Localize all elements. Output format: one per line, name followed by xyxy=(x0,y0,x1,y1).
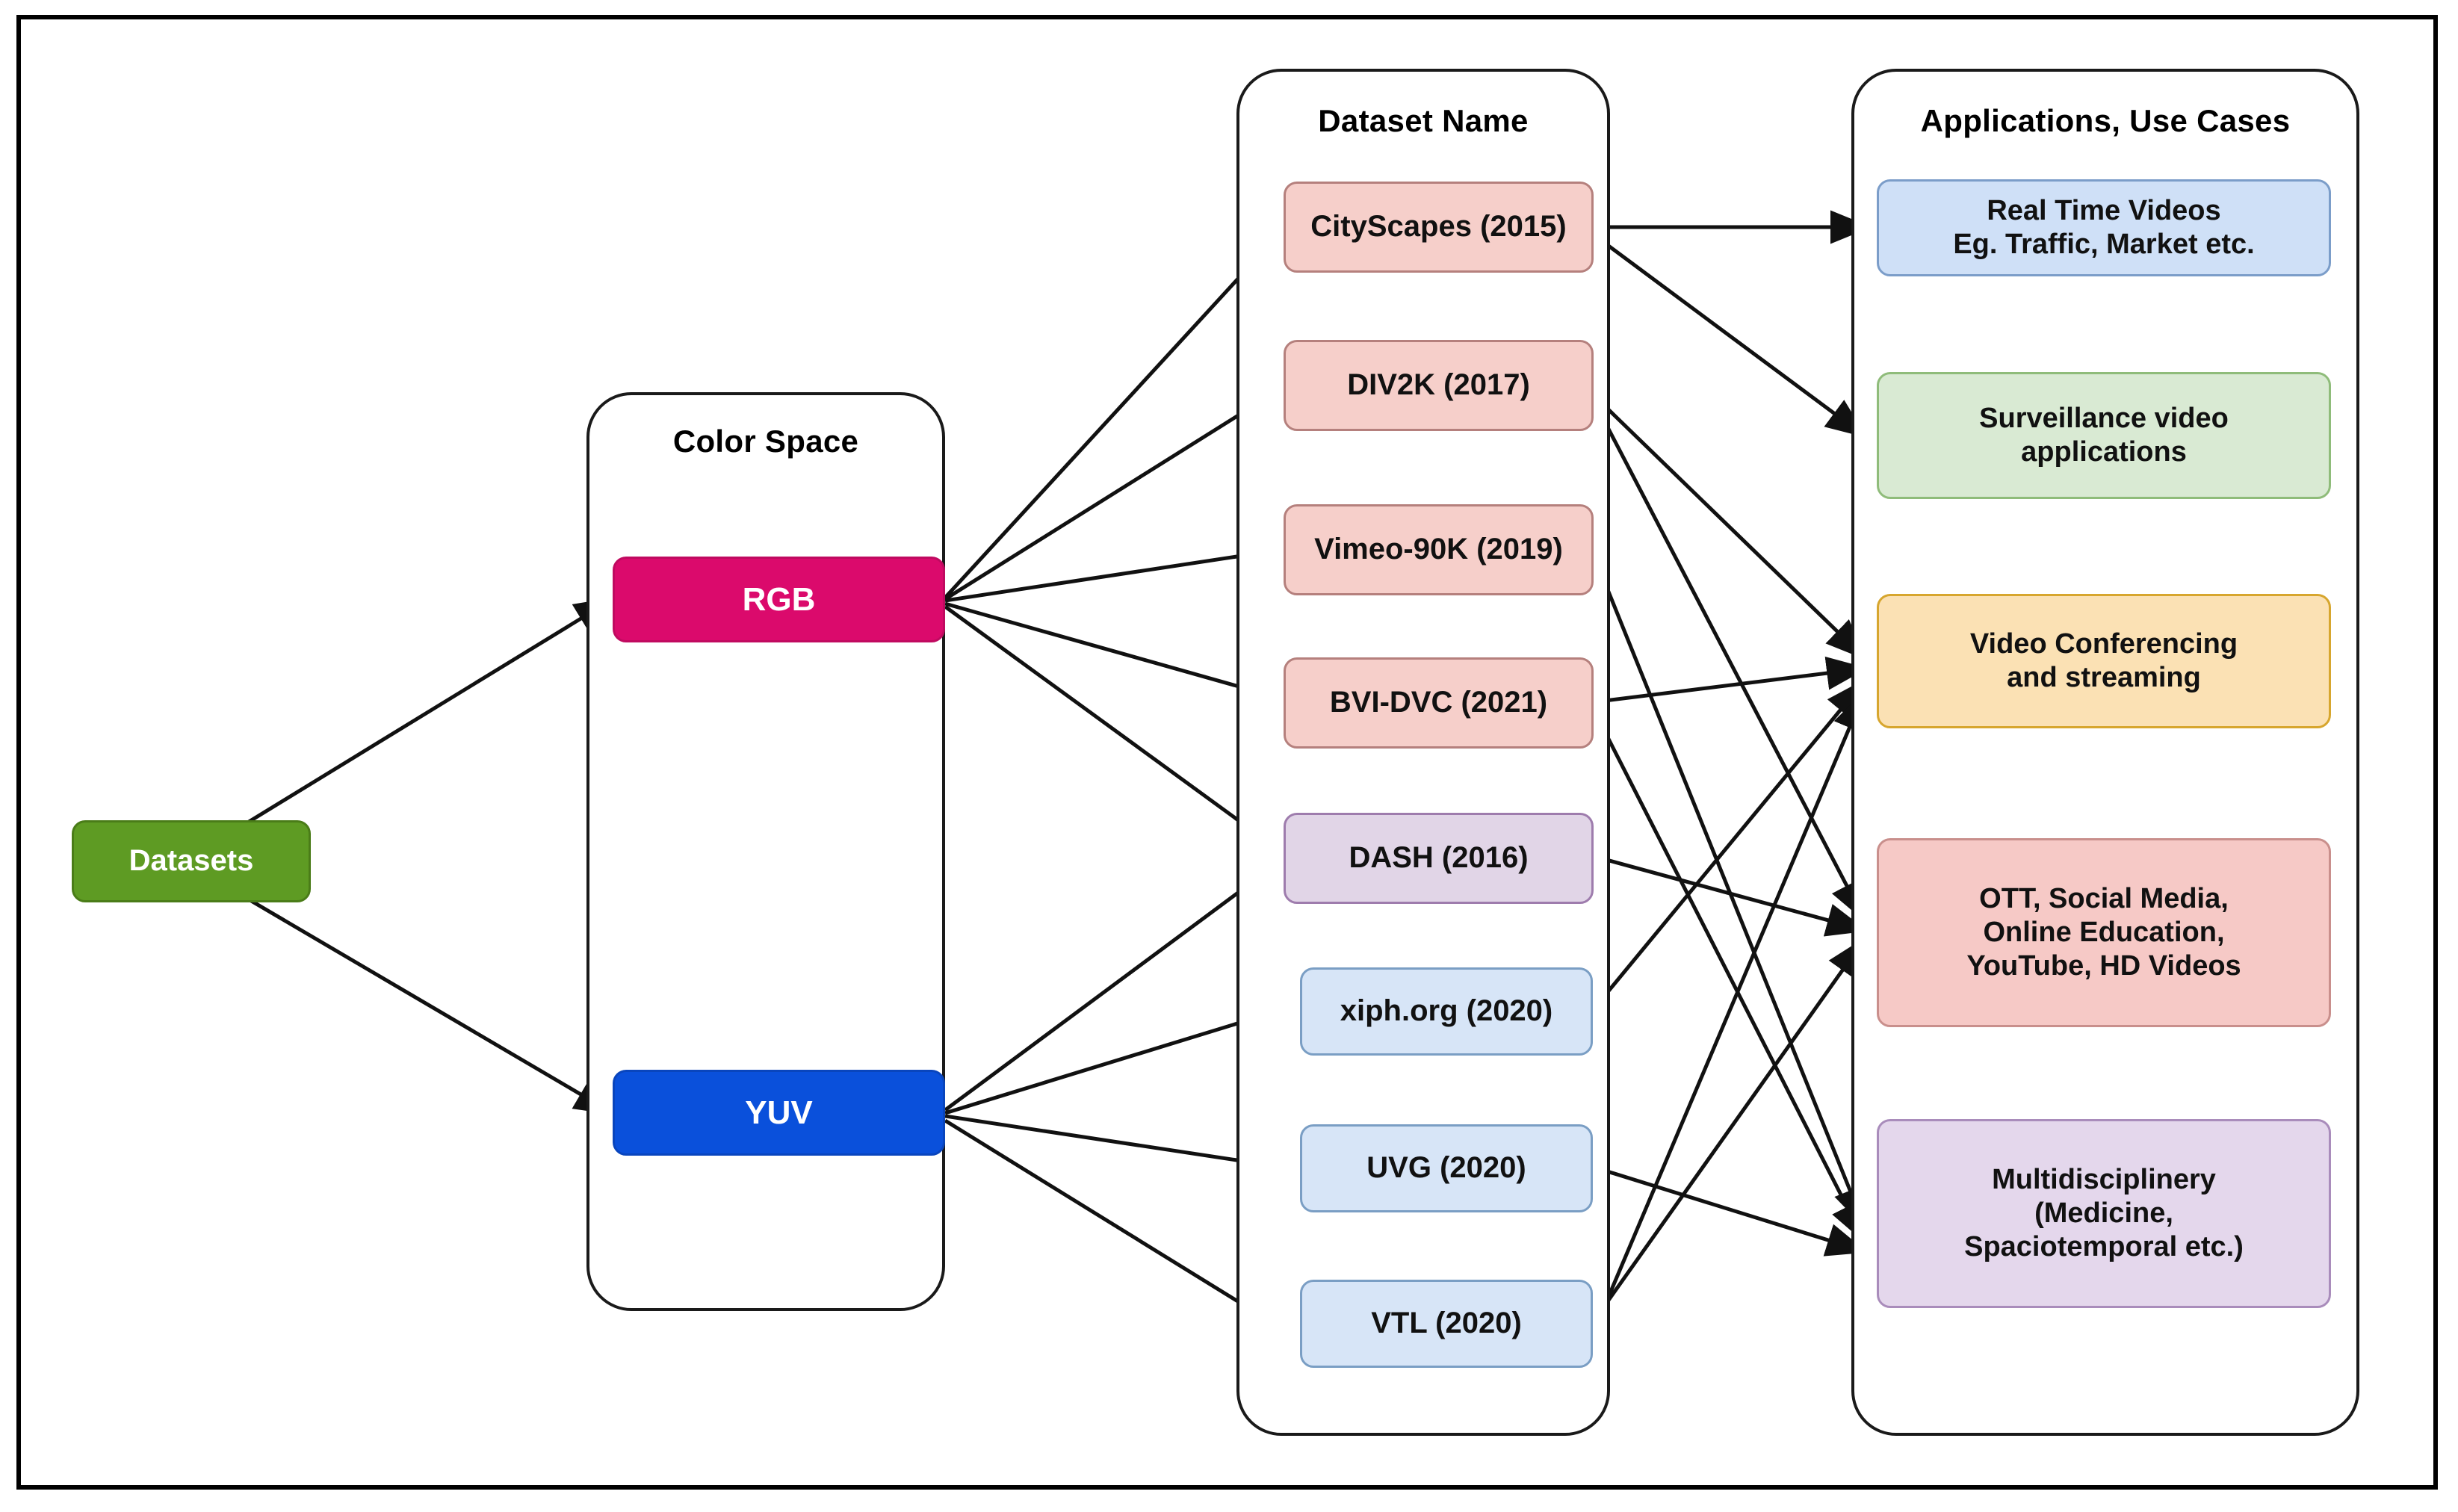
node-dataset-bvidvc[interactable]: BVI-DVC (2021) xyxy=(1284,657,1594,749)
node-application-surveillance-line1: Surveillance video xyxy=(1979,403,2229,435)
node-dataset-vtl-label: VTL (2020) xyxy=(1371,1307,1522,1340)
node-application-multidisciplinery-line1: Multidisciplinery xyxy=(1992,1164,2216,1196)
node-application-real-time-videos-line2: Eg. Traffic, Market etc. xyxy=(1953,229,2255,260)
node-application-video-conferencing-line1: Video Conferencing xyxy=(1969,628,2238,660)
node-yuv-label: YUV xyxy=(745,1094,813,1131)
node-dataset-div2k[interactable]: DIV2K (2017) xyxy=(1284,340,1594,431)
node-application-video-conferencing-line2: and streaming xyxy=(2007,662,2201,693)
node-application-ott-line2: Online Education, xyxy=(1983,917,2225,949)
node-application-surveillance-line2: applications xyxy=(2021,436,2187,468)
node-rgb-label: RGB xyxy=(742,580,816,618)
node-dataset-div2k-label: DIV2K (2017) xyxy=(1347,368,1530,402)
node-dataset-vimeo90k-label: Vimeo-90K (2019) xyxy=(1314,533,1563,566)
node-application-video-conferencing[interactable]: Video Conferencing and streaming xyxy=(1877,594,2331,728)
group-title-color-space: Color Space xyxy=(672,424,859,459)
node-datasets-label: Datasets xyxy=(129,844,254,878)
node-application-ott-line3: YouTube, HD Videos xyxy=(1966,949,2241,982)
node-dataset-dash[interactable]: DASH (2016) xyxy=(1284,813,1594,904)
node-dataset-uvg-label: UVG (2020) xyxy=(1366,1151,1526,1185)
node-dataset-xiph[interactable]: xiph.org (2020) xyxy=(1300,967,1593,1056)
node-application-real-time-videos[interactable]: Real Time Videos Eg. Traffic, Market etc… xyxy=(1877,179,2331,276)
node-application-ott-line1: OTT, Social Media, xyxy=(1979,883,2229,915)
node-yuv[interactable]: YUV xyxy=(613,1070,945,1156)
node-dataset-vtl[interactable]: VTL (2020) xyxy=(1300,1280,1593,1368)
node-dataset-uvg[interactable]: UVG (2020) xyxy=(1300,1124,1593,1212)
node-application-multidisciplinery-line3: Spaciotemporal etc.) xyxy=(1964,1230,2244,1262)
node-dataset-vimeo90k[interactable]: Vimeo-90K (2019) xyxy=(1284,504,1594,595)
node-application-surveillance[interactable]: Surveillance video applications xyxy=(1877,372,2331,499)
group-dataset-name: Dataset Name xyxy=(1236,69,1610,1436)
node-dataset-bvidvc-label: BVI-DVC (2021) xyxy=(1329,686,1548,719)
group-title-dataset-name: Dataset Name xyxy=(1318,103,1529,138)
node-dataset-cityscapes[interactable]: CityScapes (2015) xyxy=(1284,182,1594,273)
node-dataset-cityscapes-label: CityScapes (2015) xyxy=(1310,210,1567,244)
node-application-multidisciplinery[interactable]: Multidisciplinery (Medicine, Spaciotempo… xyxy=(1877,1119,2331,1308)
node-application-ott[interactable]: OTT, Social Media, Online Education, You… xyxy=(1877,838,2331,1027)
node-application-multidisciplinery-line2: (Medicine, xyxy=(2034,1197,2173,1230)
node-dataset-xiph-label: xiph.org (2020) xyxy=(1340,994,1553,1028)
group-color-space: Color Space xyxy=(586,392,945,1311)
node-dataset-dash-label: DASH (2016) xyxy=(1349,841,1529,875)
node-application-real-time-videos-line1: Real Time Videos xyxy=(1987,195,2221,227)
node-rgb[interactable]: RGB xyxy=(613,557,945,642)
node-datasets[interactable]: Datasets xyxy=(72,820,311,902)
group-title-applications: Applications, Use Cases xyxy=(1920,103,2291,138)
